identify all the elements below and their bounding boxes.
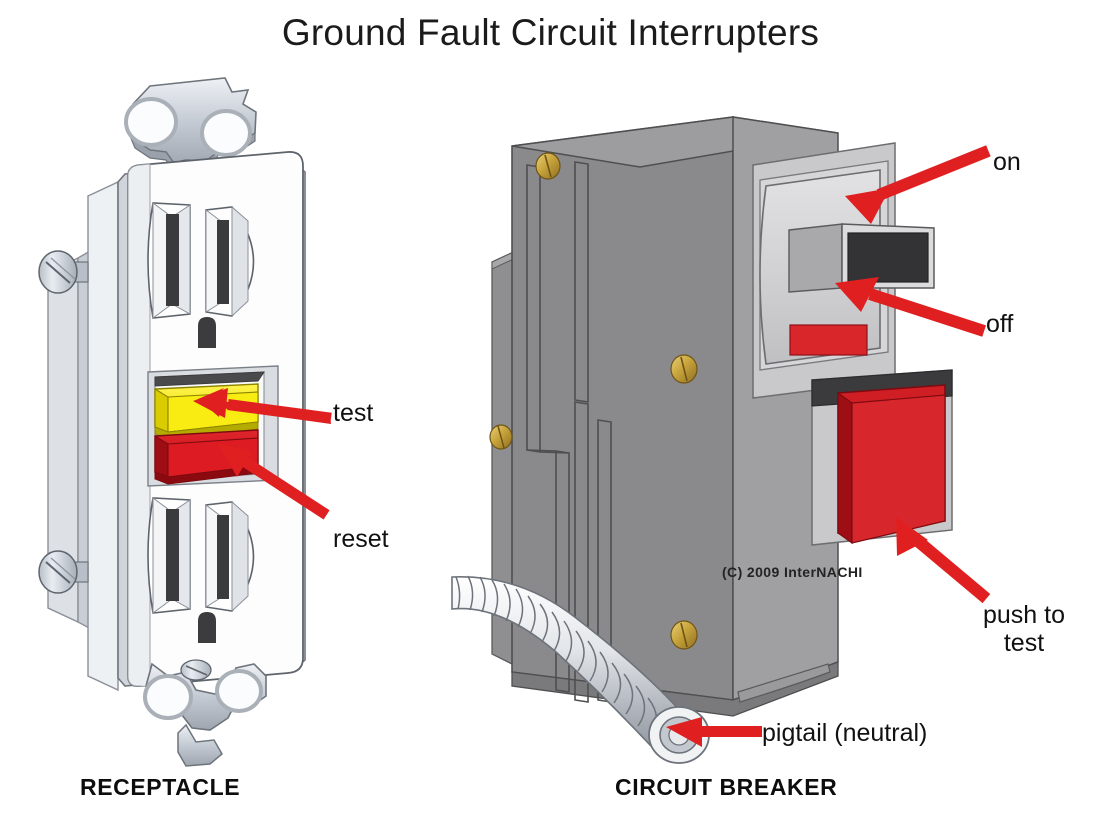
breaker-rivet-middle	[670, 354, 698, 384]
breaker-rivet-left-lower	[489, 424, 513, 450]
arrow-push-to-test	[896, 517, 991, 604]
callout-label-push-to-test: push to test	[975, 601, 1073, 657]
page-title: Ground Fault Circuit Interrupters	[281, 12, 820, 53]
arrow-reset	[218, 443, 330, 520]
arrow-off	[835, 277, 986, 337]
callout-label-test: test	[333, 399, 374, 427]
breaker-rivet-top-left	[535, 152, 561, 180]
receptacle-figure	[38, 77, 306, 767]
receptacle-terminal-screw-bottom	[38, 550, 89, 594]
receptacle-side-body	[47, 180, 119, 692]
arrow-test	[193, 388, 332, 424]
breaker-rivet-bottom	[670, 620, 698, 650]
receptacle-bottom-yoke	[143, 659, 267, 767]
callout-arrows	[193, 145, 991, 747]
receptacle-outlet-upper	[147, 202, 255, 348]
callout-label-pigtail: pigtail (neutral)	[762, 719, 928, 747]
callout-label-off: off	[986, 310, 1014, 338]
caption-receptacle: RECEPTACLE	[80, 774, 241, 800]
receptacle-outlet-lower	[147, 497, 255, 643]
arrow-pigtail	[666, 717, 762, 747]
caption-circuit-breaker: CIRCUIT BREAKER	[615, 774, 838, 800]
callout-label-reset: reset	[333, 525, 389, 553]
breaker-wire-stub	[737, 663, 831, 703]
callout-push-line-1: push to	[982, 601, 1065, 629]
circuit-breaker-figure	[451, 116, 953, 764]
callout-label-on: on	[993, 148, 1021, 176]
toggle-lever	[788, 223, 935, 293]
breaker-push-to-test-assembly	[811, 369, 953, 546]
breaker-indicator-strip	[789, 324, 868, 356]
copyright-notice: (C) 2009 InterNACHI	[722, 564, 863, 580]
receptacle-terminal-screw-top	[38, 250, 89, 294]
callout-push-line-2: test	[1003, 629, 1045, 657]
arrow-on	[845, 145, 991, 224]
receptacle-top-yoke	[124, 77, 257, 179]
